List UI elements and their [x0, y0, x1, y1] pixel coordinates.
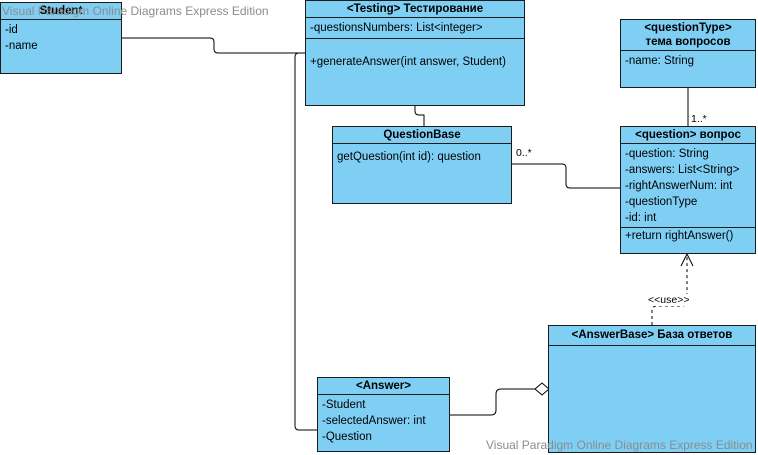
answer-answerbase-link	[450, 388, 535, 416]
operation: +return rightAnswer()	[625, 230, 734, 242]
attribute: -name: String	[625, 55, 695, 67]
use-stereotype-label: <<use>>	[647, 294, 691, 306]
class-question-operations: +return rightAnswer()	[621, 227, 755, 244]
attribute: -questionType	[625, 196, 698, 208]
class-questionbase-operations: getQuestion(int id): question	[333, 144, 511, 167]
answerbase-question-dependency	[651, 256, 688, 325]
class-questiontype-title: <questionType> тема вопросов	[621, 20, 755, 51]
attribute: -questionsNumbers: List<integer>	[310, 22, 483, 34]
dependency-arrowhead	[680, 252, 694, 267]
class-question[interactable]: <question> вопрос -question: String -ans…	[620, 126, 756, 254]
class-testing[interactable]: <Testing> Тестирование -questionsNumbers…	[305, 0, 525, 106]
attribute: -name	[5, 40, 38, 52]
class-testing-title: <Testing> Тестирование	[306, 1, 524, 18]
class-testing-operations: +generateAnswer(int answer, Student)	[306, 38, 524, 72]
operation: getQuestion(int id): question	[337, 151, 481, 163]
class-answer[interactable]: <Answer> -Student -selectedAnswer: int -…	[317, 377, 450, 452]
class-questiontype-attributes: -name: String	[621, 51, 755, 71]
questionbase-question-link	[512, 163, 620, 189]
class-answerbase-title: <AnswerBase> База ответов	[549, 326, 755, 346]
aggregation-diamond	[534, 382, 550, 396]
multiplicity-questionbase: 0..*	[516, 147, 532, 159]
testing-questionbase-link	[414, 106, 425, 126]
class-answer-attributes: -Student -selectedAnswer: int -Question	[318, 395, 449, 447]
attribute: -Question	[322, 431, 372, 443]
class-question-attributes: -question: String -answers: List<String>…	[621, 144, 755, 227]
class-answer-title: <Answer>	[318, 378, 449, 395]
class-student[interactable]: Student -id -name	[0, 2, 122, 74]
class-answerbase[interactable]: <AnswerBase> База ответов	[548, 325, 756, 453]
class-student-attributes: -id -name	[1, 20, 121, 56]
attribute: -id	[5, 24, 18, 36]
testing-answer-link	[294, 52, 317, 431]
attribute: -id: int	[625, 212, 657, 224]
multiplicity-questiontype: 1..*	[691, 113, 707, 125]
watermark-top: Visual Paradigm Online Diagrams Express …	[2, 4, 269, 18]
class-student-title: Student	[1, 3, 121, 20]
class-questiontype[interactable]: <questionType> тема вопросов -name: Stri…	[620, 19, 756, 88]
watermark-bottom: Visual Paradigm Online Diagrams Express …	[486, 438, 753, 452]
attribute: -Student	[322, 399, 366, 411]
class-questionbase-title: QuestionBase	[333, 127, 511, 144]
class-testing-attributes: -questionsNumbers: List<integer>	[306, 18, 524, 38]
student-testing-link	[122, 37, 305, 54]
class-question-title: <question> вопрос	[621, 127, 755, 144]
attribute: -selectedAnswer: int	[322, 415, 426, 427]
attribute: -question: String	[625, 148, 709, 160]
attribute: -answers: List<String>	[625, 164, 740, 176]
attribute: -rightAnswerNum: int	[625, 180, 733, 192]
operation: +generateAnswer(int answer, Student)	[310, 56, 506, 68]
class-questionbase[interactable]: QuestionBase getQuestion(int id): questi…	[332, 126, 512, 204]
